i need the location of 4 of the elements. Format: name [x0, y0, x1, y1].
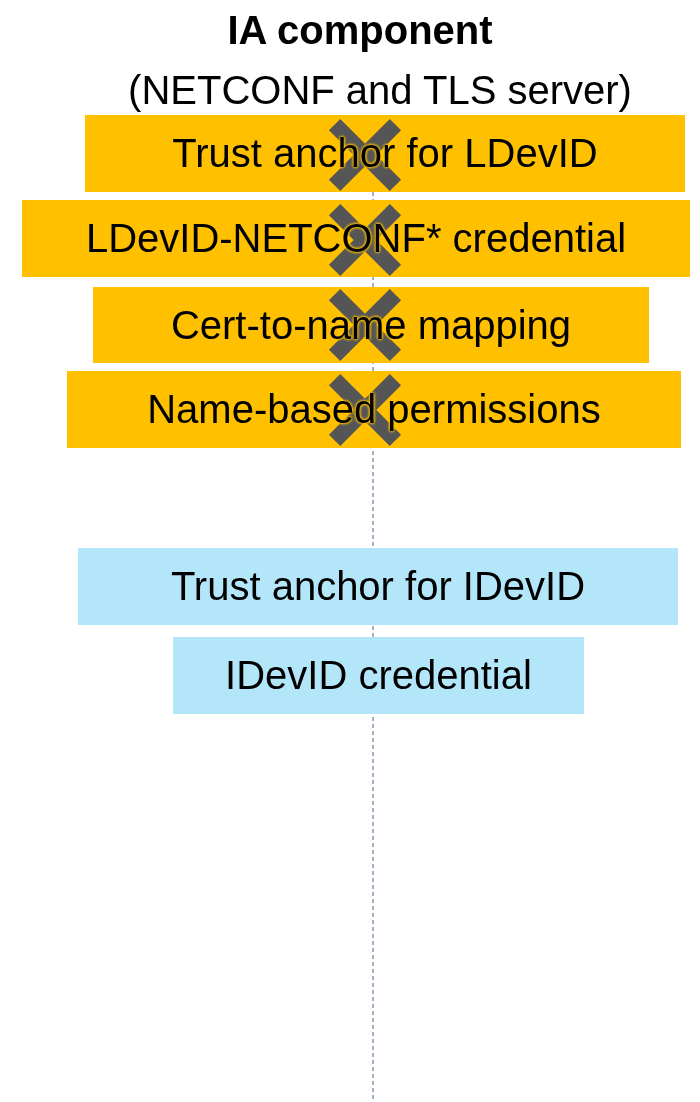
- state-box: Trust anchor for IDevID: [78, 548, 678, 625]
- state-box: IDevID credential: [173, 637, 584, 714]
- component-subtitle: (NETCONF and TLS server): [127, 68, 633, 113]
- component-title: IA component: [226, 8, 494, 53]
